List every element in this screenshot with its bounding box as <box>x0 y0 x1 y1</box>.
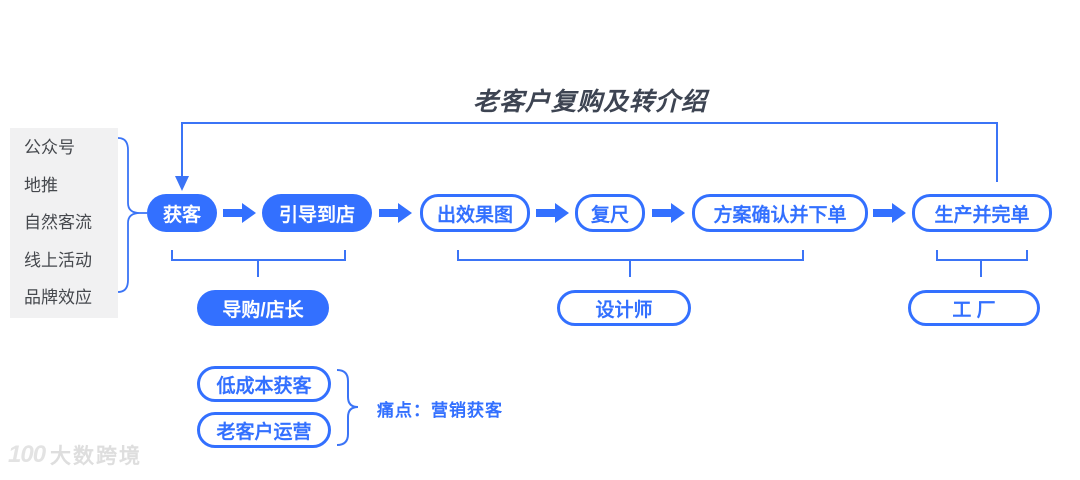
flow-step-confirm-order: 方案确认并下单 <box>692 194 868 232</box>
watermark-label: 大数跨境 <box>50 445 143 468</box>
sources-panel: 公众号 地推 自然客流 线上活动 品牌效应 <box>10 128 118 318</box>
pain-brace <box>336 369 359 446</box>
flow-arrow-icon <box>379 203 412 223</box>
source-item: 地推 <box>24 175 58 195</box>
watermark-logo-icon: 100 <box>8 441 46 468</box>
role-guide: 导购/店长 <box>197 290 329 326</box>
flow-step-acquire: 获客 <box>147 194 217 232</box>
flow-arrow-icon <box>652 203 685 223</box>
bracket-factory <box>936 250 1028 277</box>
pain-note: 痛点：营销获客 <box>377 401 503 420</box>
source-item: 品牌效应 <box>24 288 92 307</box>
flow-arrow-icon <box>223 203 256 223</box>
role-designer: 设计师 <box>557 290 691 326</box>
loop-arrowhead-icon <box>175 176 189 191</box>
bracket-guide <box>171 250 346 277</box>
flow-arrow-icon <box>536 203 569 223</box>
pain-box-low-cost-acquisition: 低成本获客 <box>197 366 331 402</box>
pain-box-old-customer-ops: 老客户运营 <box>197 412 331 448</box>
loop-line <box>181 122 998 182</box>
flow-step-render-drawing: 出效果图 <box>420 194 530 232</box>
source-item: 线上活动 <box>24 250 92 270</box>
source-item: 自然客流 <box>24 213 92 232</box>
flow-step-remeasure: 复尺 <box>575 194 645 232</box>
flow-step-guide-to-store: 引导到店 <box>262 194 372 232</box>
source-item: 公众号 <box>24 138 75 157</box>
flow-step-produce: 生产并完单 <box>912 194 1052 232</box>
watermark: 100 大数跨境 <box>8 440 142 470</box>
flow-arrow-icon <box>873 203 906 223</box>
bracket-designer <box>457 250 804 277</box>
sources-brace <box>117 137 147 293</box>
role-factory: 工 厂 <box>908 290 1040 326</box>
diagram-title: 老客户复购及转介绍 <box>472 88 707 116</box>
